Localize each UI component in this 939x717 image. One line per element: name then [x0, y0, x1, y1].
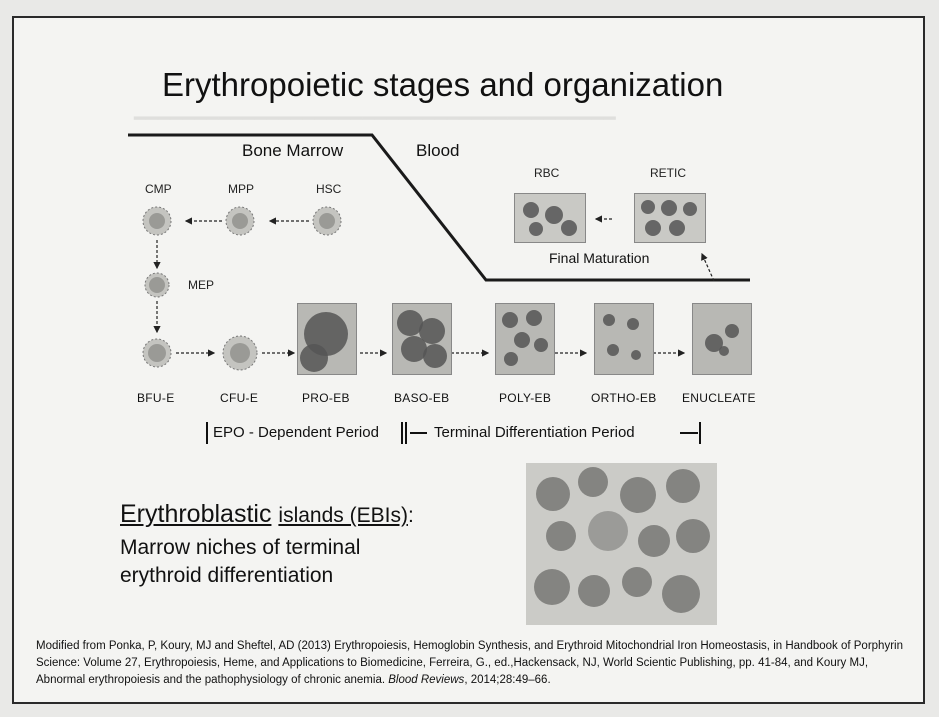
- citation-text: Modified from Ponka, P, Koury, MJ and Sh…: [36, 640, 903, 686]
- epo-period-label: EPO - Dependent Period: [213, 424, 379, 441]
- mep-label: MEP: [188, 278, 215, 292]
- diagram-lines: [128, 133, 750, 444]
- final-maturation-label: Final Maturation: [549, 250, 650, 266]
- ebi-subtitle-line2: erythroid differentiation: [120, 564, 334, 587]
- slide: ━━━━━━━━━━━━━━━━━━━━━━━━━━━━━━━━━━━━━━━━…: [12, 16, 925, 704]
- marrow-blood-boundary: [128, 133, 750, 282]
- retic-image: [634, 193, 706, 243]
- poly-eb-image: [495, 303, 555, 375]
- ebi-title-rest: islands (EBIs): [278, 504, 408, 527]
- stage-label-enucleate: ENUCLEATE: [682, 391, 756, 405]
- blood-label: Blood: [416, 141, 460, 160]
- citation-volume: , 2014;28:49–66.: [464, 674, 551, 686]
- stage-label-cfu-e: CFU-E: [220, 391, 259, 405]
- hsc-label: HSC: [316, 182, 342, 196]
- ortho-eb-image: [594, 303, 654, 375]
- pro-eb-image: [297, 303, 357, 375]
- stage-label-pro-eb: PRO-EB: [302, 391, 350, 405]
- baso-eb-image: [392, 303, 452, 375]
- ebi-title: Erythroblastic islands (EBIs):: [120, 500, 414, 529]
- ebi-micrograph: [526, 463, 717, 625]
- stage-label-ortho-eb: ORTHO-EB: [591, 391, 657, 405]
- slide-title: Erythropoietic stages and organization: [162, 66, 724, 103]
- terminal-period-label: Terminal Differentiation Period: [434, 424, 635, 441]
- stage-label-bfu-e: BFU-E: [137, 391, 175, 405]
- enucleate-to-retic-arrow: [701, 252, 715, 282]
- mpp-label: MPP: [228, 182, 255, 196]
- stage-label-baso-eb: BASO-EB: [394, 391, 450, 405]
- enucleate-image: [692, 303, 752, 375]
- citation: Modified from Ponka, P, Koury, MJ and Sh…: [36, 638, 916, 689]
- rbc-label: RBC: [534, 166, 560, 180]
- stage-label-poly-eb: POLY-EB: [499, 391, 552, 405]
- ebi-subtitle-line1: Marrow niches of terminal: [120, 536, 361, 559]
- rbc-image: [514, 193, 586, 243]
- ebi-title-colon: :: [407, 504, 414, 527]
- retic-label: RETIC: [650, 166, 686, 180]
- ebi-title-main: Erythroblastic: [120, 500, 272, 528]
- citation-journal: Blood Reviews: [388, 674, 465, 686]
- cmp-label: CMP: [145, 182, 172, 196]
- bone-marrow-label: Bone Marrow: [242, 141, 344, 160]
